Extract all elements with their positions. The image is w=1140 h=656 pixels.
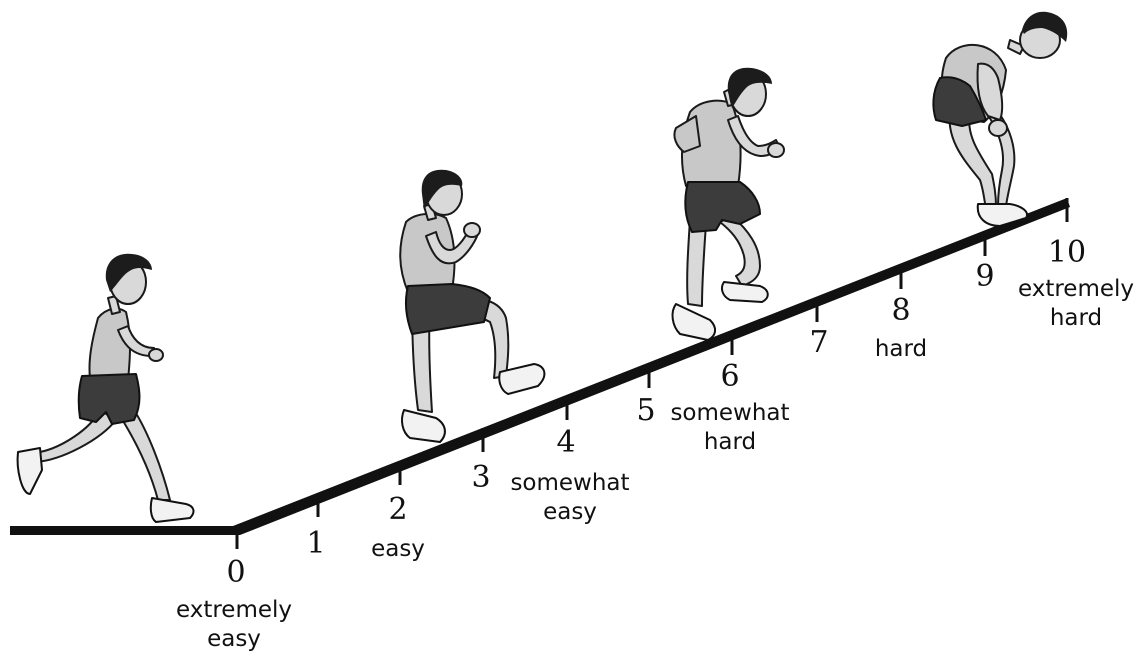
- scale-number: 5: [636, 393, 655, 428]
- scale-label: extremely: [176, 597, 292, 623]
- runner-flat-figure: [16, 253, 195, 523]
- scale-number: 10: [1048, 235, 1086, 270]
- scale-ticks: [235, 198, 1069, 549]
- flat-ground: [10, 526, 240, 535]
- scale-label: somewhat: [510, 470, 629, 496]
- scale-label: easy: [207, 626, 261, 652]
- scale-label: hard: [875, 336, 927, 362]
- scale-number: 0: [226, 555, 245, 590]
- runner-stepping-figure: [399, 169, 546, 443]
- scale-label: extremely: [1018, 276, 1134, 302]
- scale-label: easy: [371, 536, 425, 562]
- scale-label: somewhat: [670, 400, 789, 426]
- scale-number: 8: [891, 293, 910, 328]
- scale-number: 6: [720, 359, 739, 394]
- scale-number: 4: [556, 425, 575, 460]
- scale-number: 2: [388, 492, 407, 527]
- scale-number: 9: [975, 259, 994, 294]
- scale-number: 7: [809, 325, 828, 360]
- scale-label: hard: [704, 429, 756, 455]
- scale-label: easy: [543, 499, 597, 525]
- incline-ramp: [233, 198, 1070, 535]
- runner-exhausted-figure: [932, 11, 1068, 227]
- scale-number: 1: [306, 526, 325, 561]
- scale-number: 3: [471, 460, 490, 495]
- scale-label: hard: [1050, 305, 1102, 331]
- scale-labels: extremely easy easy somewhat easy somewhat har…: [176, 276, 1134, 652]
- scale-numbers: 0 1 2 3 4 5 6 7 8 9 10: [226, 235, 1086, 590]
- runner-climbing-figure: [671, 67, 785, 341]
